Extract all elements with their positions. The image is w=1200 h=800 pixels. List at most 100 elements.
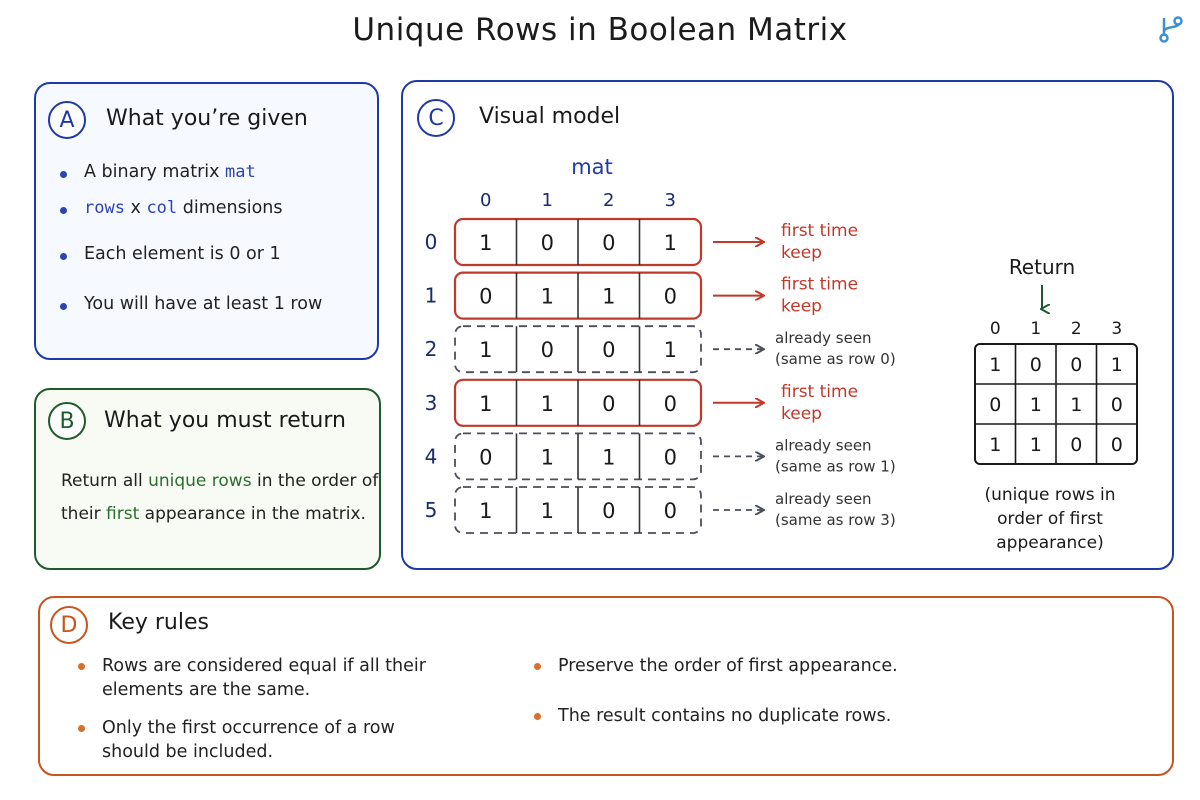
status-first-time: first time <box>781 275 858 295</box>
result-cell: 1 <box>1111 354 1123 376</box>
panel-c-badge: C <box>417 99 455 137</box>
given-item-rows: You will have at least 1 row <box>58 294 322 316</box>
status-same-as: (same as row 1) <box>775 457 896 475</box>
matrix-cell: 0 <box>664 445 677 469</box>
page-title: Unique Rows in Boolean Matrix <box>352 12 848 48</box>
key-rules-panel: D Key rules Rows are considered equal if… <box>38 596 1174 776</box>
row-index: 1 <box>425 284 438 308</box>
rule-text-line: elements are the same. <box>102 680 311 700</box>
matrix-cell: 1 <box>664 231 677 255</box>
matrix-cell: 1 <box>541 285 554 309</box>
status-already-seen: already seen <box>775 329 872 347</box>
matrix-cell: 0 <box>602 392 615 416</box>
matrix-cell: 0 <box>602 231 615 255</box>
row-index: 5 <box>425 498 438 522</box>
code-mat: mat <box>225 162 256 182</box>
branch-icon <box>1159 16 1183 43</box>
matrix-cell: 1 <box>541 499 554 523</box>
right-rule-0: Preserve the order of first appearance. <box>532 654 1032 678</box>
bullet-dot <box>78 663 85 670</box>
right-rule-1: The result contains no duplicate rows. <box>532 704 1032 728</box>
matrix-cell: 0 <box>479 285 492 309</box>
matrix-cell: 0 <box>664 285 677 309</box>
bullet-dot <box>60 252 67 260</box>
given-list: A binary matrix mat rows x col dimension… <box>58 162 322 316</box>
result-cell: 1 <box>1070 394 1082 416</box>
rule-text-line: should be included. <box>102 742 274 762</box>
keyword-unique-rows: unique rows <box>148 471 252 491</box>
matrix-cell: 1 <box>541 445 554 469</box>
bullet-dot <box>60 206 67 214</box>
status-first-time: first time <box>781 221 858 241</box>
matrix-cell: 1 <box>664 338 677 362</box>
matrix-label: mat <box>571 155 613 179</box>
result-caption-line: (unique rows in <box>984 485 1115 505</box>
result-cell: 1 <box>989 434 1001 456</box>
status-keep: keep <box>781 297 822 317</box>
status-already-seen: already seen <box>775 490 872 508</box>
result-cell: 0 <box>989 394 1001 416</box>
given-item-matrix: A binary matrix mat <box>58 162 322 184</box>
matrix-cell: 1 <box>602 285 615 309</box>
return-heading: What you must return <box>104 408 346 433</box>
bullet-dot <box>534 663 541 670</box>
row-index: 2 <box>425 337 438 361</box>
status-keep: keep <box>781 404 822 424</box>
given-panel: A What you’re given A binary matrix mat … <box>34 82 379 360</box>
row-index: 4 <box>425 444 438 468</box>
visual-model-heading: Visual model <box>479 104 621 129</box>
keyword-first: first <box>106 504 140 524</box>
result-cell: 0 <box>1070 434 1082 456</box>
row-index: 3 <box>425 391 438 415</box>
result-column-index: 0 <box>990 319 1001 339</box>
rule-text-line: Rows are considered equal if all their <box>102 656 426 676</box>
panel-a-badge: A <box>48 101 86 139</box>
column-index: 2 <box>603 190 614 211</box>
matrix-cell: 0 <box>479 445 492 469</box>
given-item-elements: Each element is 0 or 1 <box>58 244 322 266</box>
matrix-cell: 1 <box>479 231 492 255</box>
return-description: Return all unique rows in the order of t… <box>61 471 379 524</box>
key-rules-heading: Key rules <box>108 610 209 635</box>
bullet-dot <box>534 713 541 720</box>
code-col: col <box>146 197 178 218</box>
matrix-cell: 1 <box>479 338 492 362</box>
matrix-cell: 1 <box>602 445 615 469</box>
status-same-as: (same as row 3) <box>775 511 896 529</box>
matrix-cell: 0 <box>664 392 677 416</box>
result-caption-line: appearance) <box>996 533 1104 553</box>
result-cell: 0 <box>1030 354 1042 376</box>
return-panel: B What you must return Return all unique… <box>34 388 381 570</box>
status-first-time: first time <box>781 382 858 402</box>
matrix-cell: 0 <box>541 231 554 255</box>
given-item-dimensions: rows x col dimensions <box>58 198 322 220</box>
bullet-dot <box>78 725 85 732</box>
result-cell: 0 <box>1111 394 1123 416</box>
matrix-cell: 0 <box>541 338 554 362</box>
code-rows: rows <box>84 197 125 218</box>
result-cell: 0 <box>1070 354 1082 376</box>
matrix-cell: 1 <box>541 392 554 416</box>
result-cell: 1 <box>1030 434 1042 456</box>
result-cell: 0 <box>1111 434 1123 456</box>
return-label: Return <box>1009 255 1075 279</box>
column-index: 3 <box>665 190 676 211</box>
rule-text-line: Preserve the order of first appearance. <box>558 656 898 676</box>
bullet-dot <box>60 302 67 310</box>
status-already-seen: already seen <box>775 436 872 454</box>
result-cell: 1 <box>989 354 1001 376</box>
result-column-index: 1 <box>1030 319 1041 339</box>
rules-right-list: Preserve the order of first appearance. T… <box>532 654 1032 754</box>
matrix-cell: 1 <box>479 499 492 523</box>
matrix-cell: 0 <box>664 499 677 523</box>
rules-left-list: Rows are considered equal if all their el… <box>76 654 496 778</box>
column-index: 1 <box>542 190 553 211</box>
result-caption-line: order of first <box>997 509 1103 529</box>
column-index: 0 <box>480 190 491 211</box>
rule-text-line: Only the first occurrence of a row <box>102 718 395 738</box>
rule-text-line: The result contains no duplicate rows. <box>558 706 892 726</box>
matrix-cell: 0 <box>602 499 615 523</box>
matrix-cell: 1 <box>479 392 492 416</box>
